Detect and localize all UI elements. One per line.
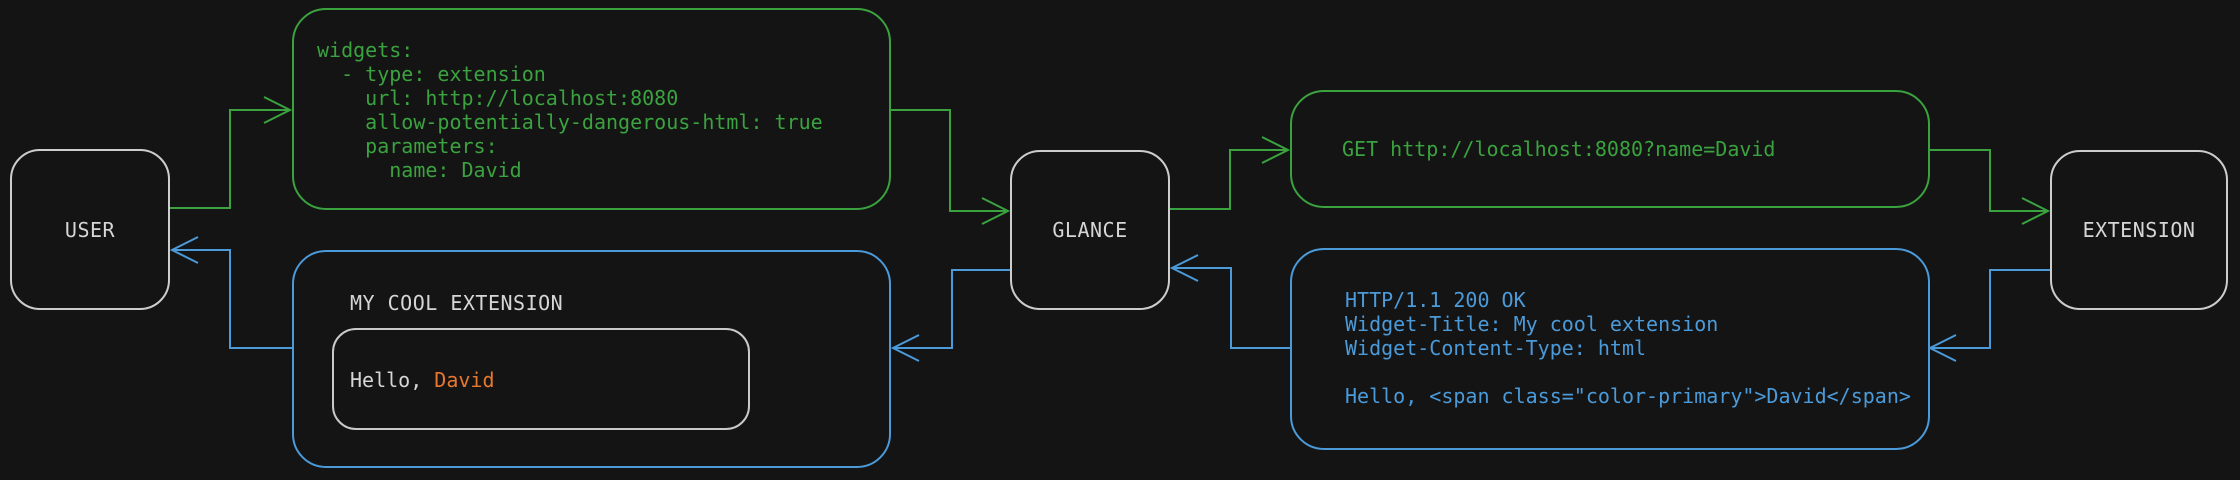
arrow-config-to-glance <box>891 109 1011 225</box>
node-user-label: USER <box>64 217 116 242</box>
node-extension-label: EXTENSION <box>2082 218 2196 242</box>
widget-inner-frame <box>332 328 750 430</box>
config-box <box>292 8 891 210</box>
greeting-name: David <box>434 368 495 392</box>
node-user: USER <box>10 149 170 310</box>
request-line: GET http://localhost:8080?name=David <box>1342 137 1776 161</box>
widget-title: MY COOL EXTENSION <box>350 291 564 315</box>
widget-preview-box <box>292 250 891 468</box>
response-code: HTTP/1.1 200 OK Widget-Title: My cool ex… <box>1345 288 1911 408</box>
response-box <box>1290 248 1930 450</box>
arrow-response-to-glance <box>1169 254 1290 349</box>
arrow-request-to-extension <box>1930 149 2051 225</box>
config-yaml-code: widgets: - type: extension url: http://l… <box>317 38 823 182</box>
arrow-widget-to-user <box>169 236 292 349</box>
arrow-extension-to-response <box>1927 269 2050 362</box>
greeting-prefix: Hello, <box>350 368 435 392</box>
arrow-glance-to-request <box>1170 136 1291 210</box>
arrow-user-to-config <box>170 96 293 209</box>
arrow-glance-to-widget <box>890 269 1010 362</box>
node-extension: EXTENSION <box>2050 150 2228 310</box>
request-box <box>1290 90 1930 208</box>
widget-greeting: Hello, David <box>350 368 495 392</box>
node-glance-label: GLANCE <box>1052 218 1128 242</box>
node-glance: GLANCE <box>1010 150 1170 310</box>
